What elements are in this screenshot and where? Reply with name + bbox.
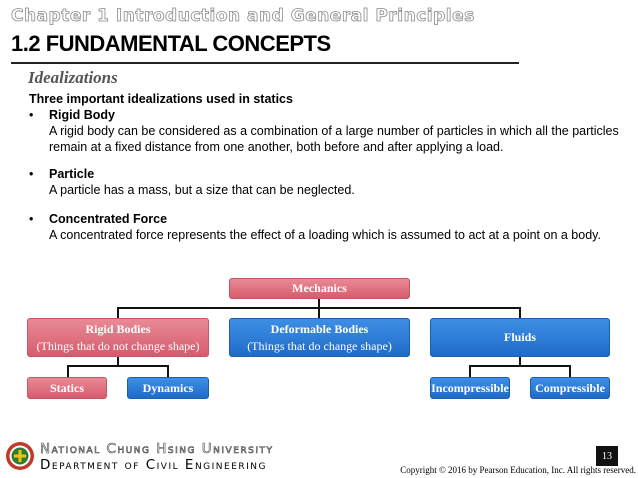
title-underline	[11, 62, 519, 64]
diagram-node-compressible: Compressible	[530, 377, 610, 399]
bullet-text: A concentrated force represents the effe…	[49, 228, 601, 242]
connector-rigid-children	[67, 365, 169, 367]
connector-root-down	[318, 298, 320, 308]
node-label: Dynamics	[142, 380, 194, 395]
university-name: National Chung Hsing University	[40, 441, 274, 458]
slide-title: 1.2 FUNDAMENTAL CONCEPTS	[11, 31, 331, 56]
node-label: Fluids	[503, 330, 536, 344]
connector-fluids	[519, 307, 521, 318]
diagram-node-mechanics: Mechanics	[229, 278, 410, 299]
node-label: Incompressible	[431, 380, 509, 395]
connector-incompressible	[469, 365, 471, 377]
bullet-text: A particle has a mass, but a size that c…	[49, 183, 355, 197]
diagram-node-fluids: Fluids	[430, 318, 610, 357]
bullet-dot: •	[29, 108, 34, 122]
connector-rigid-down	[117, 357, 119, 367]
node-label: Compressible	[535, 380, 605, 395]
connector-deformable	[318, 307, 320, 318]
connector-statics	[67, 365, 69, 377]
node-sublabel: (Things that do change shape)	[247, 338, 392, 353]
bullet-text: A rigid body can be considered as a comb…	[49, 124, 619, 154]
bullet-heading: Concentrated Force	[49, 212, 168, 226]
bullet-heading: Particle	[49, 167, 95, 181]
bullet-dot: •	[29, 212, 34, 226]
diagram-node-statics: Statics	[27, 377, 107, 399]
bullet-dot: •	[29, 167, 34, 181]
intro-text: Three important idealizations used in st…	[29, 92, 293, 106]
diagram-node-incompressible: Incompressible	[430, 377, 510, 399]
node-label: Mechanics	[292, 281, 347, 295]
bullet-heading: Rigid Body	[49, 108, 115, 122]
connector-fluids-down	[519, 357, 521, 367]
node-sublabel: (Things that do not change shape)	[36, 338, 200, 353]
diagram-node-dynamics: Dynamics	[127, 377, 209, 399]
node-label: Rigid Bodies	[85, 321, 151, 336]
chapter-title: Chapter 1 Introduction and General Princ…	[11, 6, 475, 27]
page-number: 13	[596, 446, 618, 466]
connector-compressible	[569, 365, 571, 377]
section-heading: Idealizations	[28, 68, 118, 87]
node-label: Statics	[50, 380, 84, 395]
diagram-node-rigid-bodies: Rigid Bodies (Things that do not change …	[27, 318, 209, 357]
diagram-node-deformable-bodies: Deformable Bodies (Things that do change…	[229, 318, 410, 357]
connector-fluids-children	[469, 365, 571, 367]
node-label: Deformable Bodies	[270, 321, 369, 336]
department-name: Department of Civil Engineering	[40, 457, 268, 473]
university-logo-icon	[6, 442, 34, 470]
connector-dynamics	[167, 365, 169, 377]
copyright-notice: Copyright © 2016 by Pearson Education, I…	[400, 465, 636, 475]
connector-rigid	[117, 307, 119, 318]
